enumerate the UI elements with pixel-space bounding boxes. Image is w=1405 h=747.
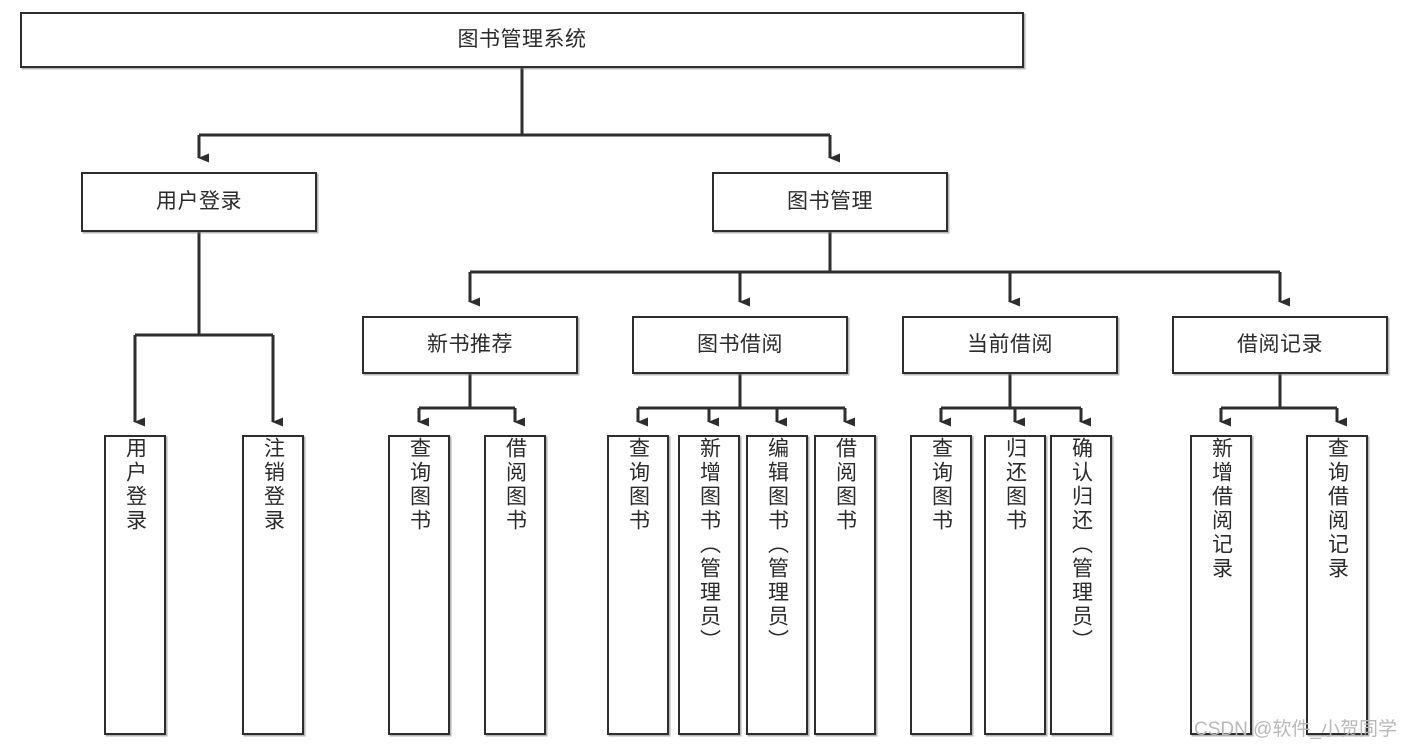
node-leaf-borrow-book-1[interactable]: 借阅图书 (484, 435, 546, 735)
node-book-manage[interactable]: 图书管理 (712, 172, 948, 232)
node-leaf-query-record-label: 查询借阅记录 (1325, 437, 1349, 581)
node-root[interactable]: 图书管理系统 (20, 12, 1024, 68)
node-leaf-query-book-2[interactable]: 查询图书 (607, 435, 669, 735)
node-leaf-add-record[interactable]: 新增借阅记录 (1190, 435, 1252, 735)
node-root-label: 图书管理系统 (457, 28, 587, 52)
node-leaf-query-book-3-label: 查询图书 (929, 437, 953, 533)
node-borrow-record-label: 借阅记录 (1237, 333, 1323, 357)
node-leaf-query-book-1[interactable]: 查询图书 (388, 435, 450, 735)
node-leaf-borrow-book-2-label: 借阅图书 (833, 437, 857, 533)
node-leaf-logout[interactable]: 注销登录 (242, 435, 304, 735)
node-new-book-rec-label: 新书推荐 (427, 333, 513, 357)
node-leaf-borrow-book-1-label: 借阅图书 (503, 437, 527, 533)
node-leaf-return-book-label: 归还图书 (1003, 437, 1027, 533)
node-leaf-borrow-book-2[interactable]: 借阅图书 (814, 435, 876, 735)
node-leaf-query-book-2-label: 查询图书 (626, 437, 650, 533)
node-leaf-query-book-3[interactable]: 查询图书 (910, 435, 972, 735)
node-leaf-user-login[interactable]: 用户登录 (104, 435, 166, 735)
node-current-borrow-label: 当前借阅 (967, 333, 1053, 357)
node-user-login-label: 用户登录 (156, 190, 242, 214)
node-leaf-edit-book[interactable]: 编辑图书（管理员） (746, 435, 808, 735)
node-leaf-add-book-label: 新增图书（管理员） (697, 437, 721, 653)
node-book-borrow[interactable]: 图书借阅 (632, 316, 848, 374)
node-leaf-edit-book-label: 编辑图书（管理员） (765, 437, 789, 653)
node-leaf-return-book[interactable]: 归还图书 (984, 435, 1046, 735)
node-book-borrow-label: 图书借阅 (697, 333, 783, 357)
node-borrow-record[interactable]: 借阅记录 (1172, 316, 1388, 374)
node-user-login[interactable]: 用户登录 (81, 172, 317, 232)
node-leaf-logout-label: 注销登录 (261, 437, 285, 533)
node-book-manage-label: 图书管理 (787, 190, 873, 214)
node-leaf-user-login-label: 用户登录 (123, 437, 147, 533)
node-new-book-rec[interactable]: 新书推荐 (362, 316, 578, 374)
node-leaf-add-book[interactable]: 新增图书（管理员） (678, 435, 740, 735)
node-current-borrow[interactable]: 当前借阅 (902, 316, 1118, 374)
node-leaf-add-record-label: 新增借阅记录 (1209, 437, 1233, 581)
node-leaf-confirm-return-label: 确认归还（管理员） (1069, 437, 1093, 653)
node-leaf-confirm-return[interactable]: 确认归还（管理员） (1050, 435, 1112, 735)
node-leaf-query-record[interactable]: 查询借阅记录 (1306, 435, 1368, 735)
node-leaf-query-book-1-label: 查询图书 (407, 437, 431, 533)
